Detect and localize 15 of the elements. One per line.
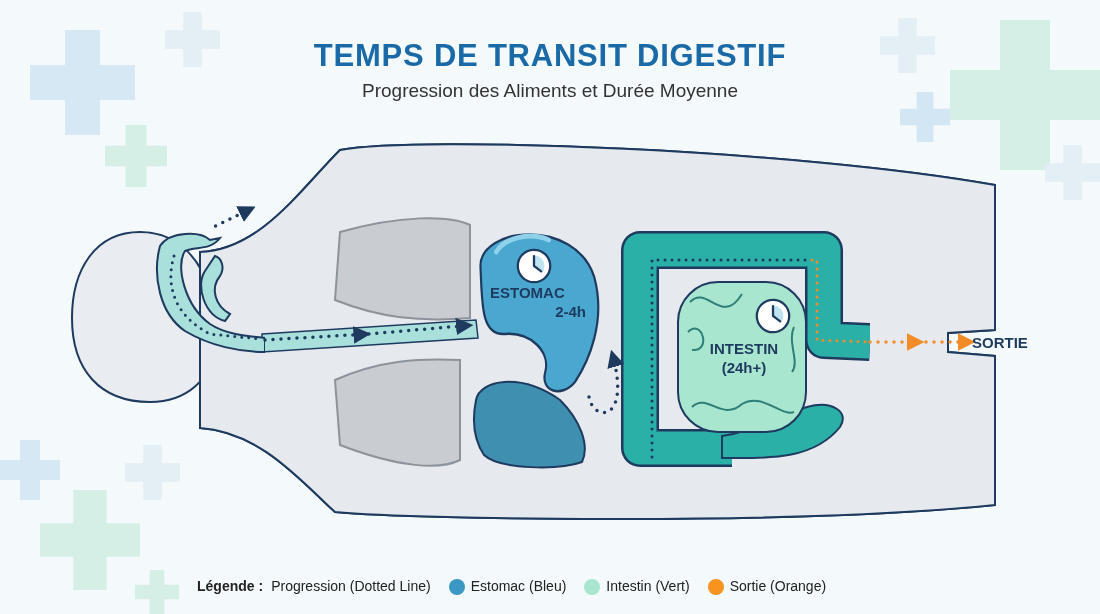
legend-heading: Légende : [197, 577, 264, 596]
legend-text: Progression (Dotted Line) [271, 577, 431, 596]
organ-label: ESTOMAC [490, 284, 565, 303]
subtitle: Progression des Aliments et Durée Moyenne [362, 79, 738, 103]
dotted-arrow [868, 333, 975, 351]
organ-label: INTESTIN (24h+) [709, 340, 779, 376]
legend-text: Sortie (Orange) [729, 577, 827, 596]
dotted-arrow [263, 318, 474, 344]
dotted-arrow [213, 206, 256, 228]
legend-text: Intestin (Vert) [606, 577, 690, 596]
legend-text: Estomac (Bleu) [470, 577, 567, 596]
dotted-arrow [587, 350, 624, 415]
title: TEMPS DE TRANSIT DIGESTIF [313, 37, 787, 75]
organ-label: 2-4h [555, 302, 586, 322]
organ-label: SORTIE [972, 334, 1028, 351]
